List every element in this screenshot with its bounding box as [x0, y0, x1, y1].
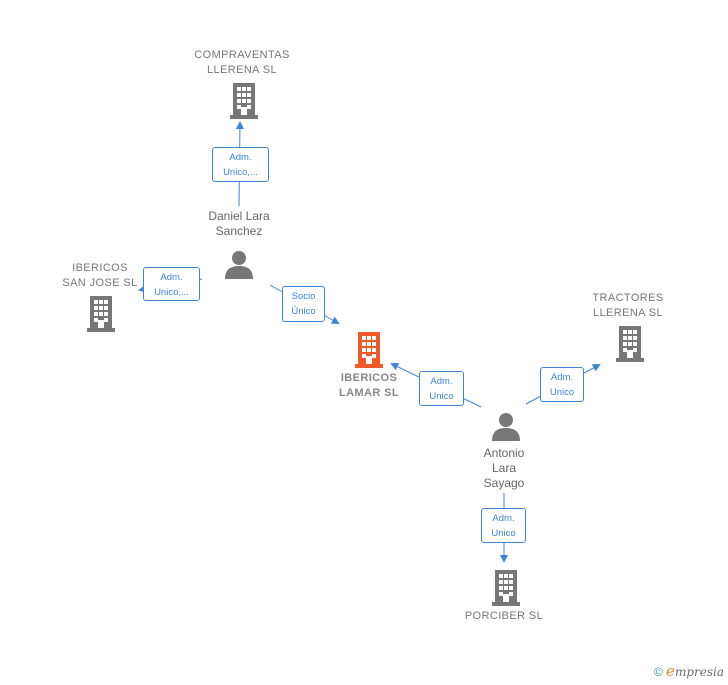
person-icon[interactable]: [492, 413, 520, 441]
brand-logo-name: mpresia: [674, 665, 724, 679]
edge-label-antonio-lamar[interactable]: Adm. Unico: [419, 371, 464, 406]
edge-label-daniel-sanjose[interactable]: Adm. Unico,...: [143, 267, 200, 301]
edge-label-daniel-compraventas[interactable]: Adm. Unico,...: [212, 147, 269, 182]
edge-label-antonio-tractores[interactable]: Adm. Unico: [540, 367, 584, 402]
node-label-daniel[interactable]: Daniel Lara Sanchez: [208, 209, 270, 238]
node-label-antonio[interactable]: Antonio Lara Sayago: [483, 446, 525, 490]
node-label-tractores[interactable]: TRACTORES LLERENA SL: [592, 292, 664, 319]
building-icon[interactable]: [355, 332, 383, 368]
edge-label-antonio-porciber[interactable]: Adm. Unico: [481, 508, 526, 543]
building-icon[interactable]: [87, 296, 115, 332]
person-icon[interactable]: [225, 251, 253, 279]
brand-logo-e: e: [666, 662, 675, 680]
building-icon[interactable]: [230, 83, 258, 119]
copyright-symbol: ©: [653, 665, 663, 679]
node-label-porciber[interactable]: PORCIBER SL: [464, 610, 544, 622]
brand-logo: © empresia: [654, 662, 724, 680]
node-label-ibericos-san-jose[interactable]: IBERICOS SAN JOSE SL: [62, 262, 138, 289]
edge-label-daniel-lamar[interactable]: Socio Único: [282, 286, 325, 322]
node-label-compraventas[interactable]: COMPRAVENTAS LLERENA SL: [194, 49, 290, 76]
node-label-ibericos-lamar[interactable]: IBERICOS LAMAR SL: [338, 372, 400, 399]
building-icon[interactable]: [616, 326, 644, 362]
building-icon[interactable]: [492, 570, 520, 606]
